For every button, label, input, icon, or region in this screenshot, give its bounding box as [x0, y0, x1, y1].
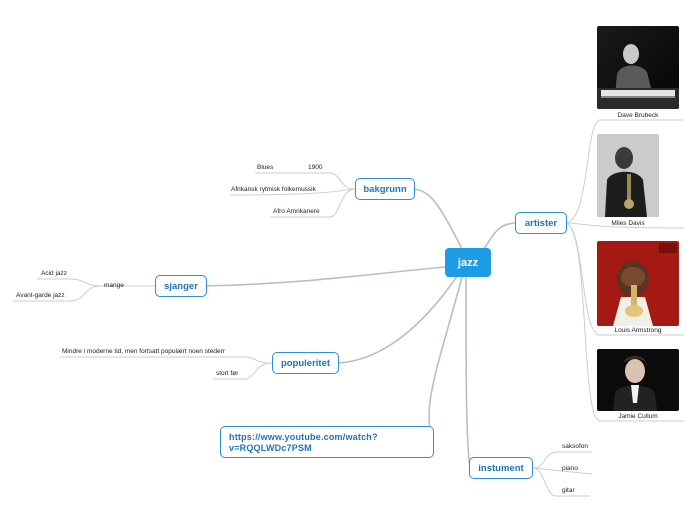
root-label: jazz [458, 257, 478, 269]
branch-artister-label: artister [525, 218, 557, 229]
root-node-jazz[interactable]: jazz [445, 248, 491, 277]
branch-sjanger[interactable]: sjanger [155, 275, 207, 297]
dave-brubeck-photo [597, 26, 679, 109]
leaf-saksofon[interactable]: saksofon [562, 443, 588, 451]
leaf-1900[interactable]: 1900 [308, 164, 322, 172]
leaf-blues[interactable]: Blues [257, 164, 273, 172]
branch-bakgrunn-label: bakgrunn [363, 184, 406, 195]
leaf-mindre-moderne[interactable]: Mindre i moderne tid, men fortsatt popul… [62, 348, 242, 356]
leaf-acid-jazz[interactable]: Acid jazz [41, 270, 67, 278]
branch-instument-label: instument [478, 463, 523, 474]
branch-artister[interactable]: artister [515, 212, 567, 234]
youtube-link-node[interactable]: https://www.youtube.com/watch? v=RQQLWDc… [220, 426, 434, 458]
branch-populeritet[interactable]: populeritet [272, 352, 339, 374]
caption-louis-armstrong: Louis Armstrong [597, 327, 679, 335]
miles-davis-photo [597, 134, 659, 217]
leaf-avant-garde[interactable]: Avant-garde jazz [16, 292, 65, 300]
louis-armstrong-photo [597, 241, 679, 326]
caption-jamie-cullum: Jamie Cullum [597, 413, 679, 421]
youtube-link-line1: https://www.youtube.com/watch? [229, 432, 425, 443]
branch-bakgrunn[interactable]: bakgrunn [355, 178, 415, 200]
caption-dave-brubeck: Dave Brubeck [597, 112, 679, 120]
leaf-afro-amrikanere[interactable]: Afro Amrikanere [273, 208, 320, 216]
sub-mange[interactable]: mange [104, 282, 124, 290]
youtube-link-line2: v=RQQLWDc7PSM [229, 443, 425, 454]
leaf-piano[interactable]: piano [562, 465, 578, 473]
branch-populeritet-label: populeritet [281, 358, 330, 369]
branch-sjanger-label: sjanger [164, 281, 198, 292]
leaf-afrikansk[interactable]: Afrikansk rytmisk folkemussik [231, 186, 316, 194]
jamie-cullum-photo [597, 349, 679, 411]
leaf-gitar[interactable]: gitar [562, 487, 575, 495]
branch-instument[interactable]: instument [469, 457, 533, 479]
leaf-stort-for[interactable]: stort før [216, 370, 238, 378]
caption-miles-davis: Miles Davis [597, 220, 659, 228]
